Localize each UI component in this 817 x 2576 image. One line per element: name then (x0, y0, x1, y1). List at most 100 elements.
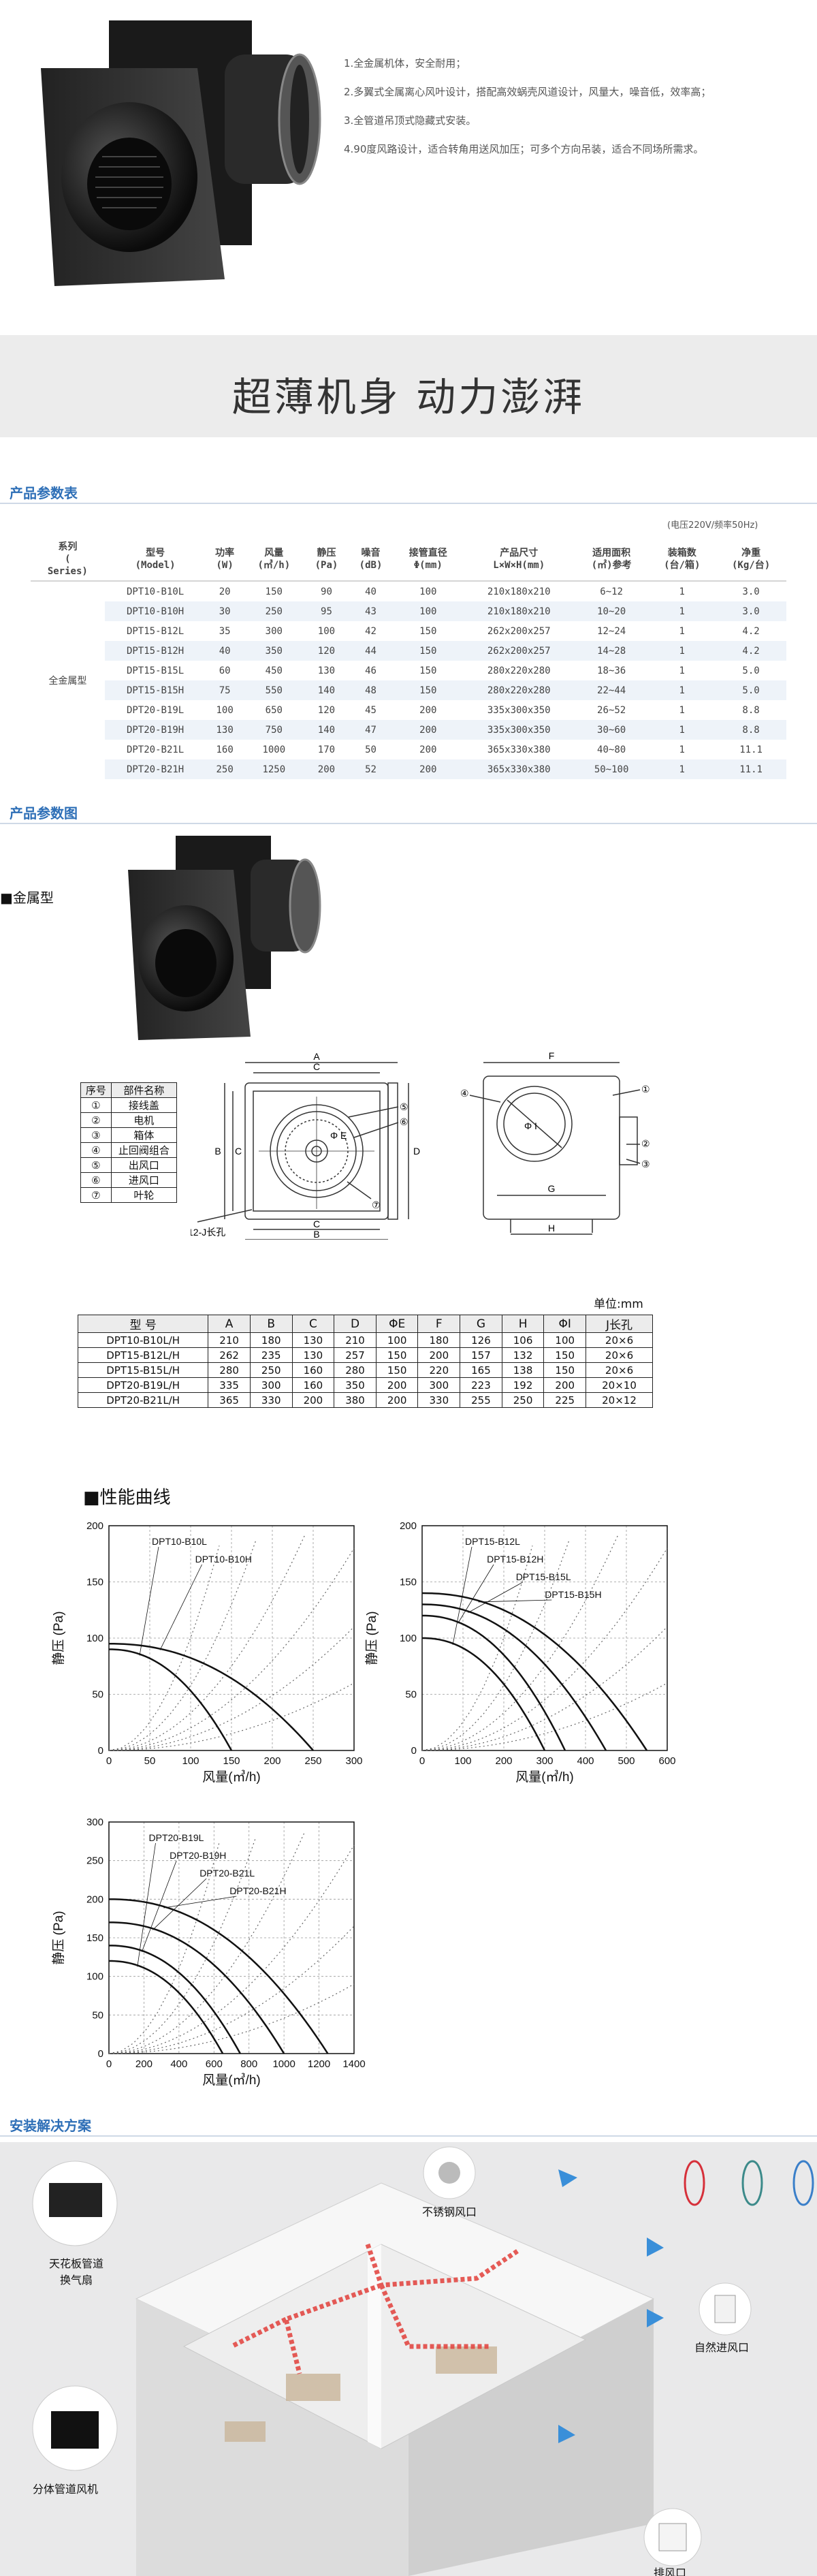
series-line (108, 1921, 285, 2054)
params-cell: 26~52 (597, 704, 626, 716)
series-leader (478, 1599, 552, 1603)
col-noise: 噪音(dB) (348, 538, 394, 582)
params-cell: 365x330x380 (463, 759, 575, 779)
system-curve (421, 1534, 619, 1751)
params-cell: 250 (206, 759, 244, 779)
params-cell: 60 (219, 665, 231, 676)
dim-cell: 160 (291, 1377, 335, 1393)
params-cell: 130 (206, 720, 244, 740)
y-tick-label: 0 (98, 1745, 103, 1757)
params-cell: 12~24 (597, 625, 626, 637)
parts-cell: ② (80, 1112, 112, 1128)
params-cell: 350 (243, 641, 304, 661)
dim-cell: 130 (291, 1332, 335, 1348)
system-curve (108, 1534, 306, 1751)
x-axis-label: 风量(㎥/h) (515, 1770, 574, 1785)
dim-cell: 192 (501, 1377, 545, 1393)
dim-cell: 20×10 (586, 1377, 653, 1393)
feature-list: 1.全金属机体，安全耐用； 2.多翼式全属离心风叶设计，搭配高效蜗壳风道设计，风… (344, 49, 814, 163)
y-tick-label: 0 (411, 1745, 417, 1757)
series-line (108, 1960, 224, 2054)
dim-cell: 210 (208, 1332, 251, 1348)
params-cell: DPT20-B21H (104, 759, 206, 779)
series-line (421, 1592, 648, 1751)
params-cell: 1 (679, 744, 685, 755)
feature-item: 1.全金属机体，安全耐用； (344, 57, 466, 69)
params-cell: 11.1 (716, 759, 786, 779)
hero-section: 1.全金属机体，安全耐用； 2.多翼式全属离心风叶设计，搭配高效蜗壳风道设计，风… (0, 0, 817, 320)
dim-label-g: G (548, 1183, 556, 1194)
params-cell: 1 (679, 586, 685, 597)
params-cell: 6~12 (600, 586, 623, 597)
dim-label-phi-e: Φ E (330, 1130, 347, 1141)
params-cell: 150 (419, 665, 437, 676)
dim-cell: 180 (249, 1332, 293, 1348)
dim-header-cell: H (501, 1315, 545, 1333)
col-weight: 净重(Kg/台) (716, 538, 786, 582)
params-cell: 262x200x257 (487, 625, 551, 637)
x-tick-label: 200 (263, 1755, 281, 1767)
metal-type-label: ■金属型 (0, 890, 54, 906)
dim-label-c: C (313, 1219, 320, 1229)
dim-cell: 165 (460, 1362, 502, 1378)
series-label: DPT15-B12H (487, 1554, 543, 1565)
dim-cell: 255 (460, 1392, 502, 1408)
dim-label-f: F (549, 1050, 555, 1061)
callout-stainless-vent: 不锈钢风口 (422, 2206, 477, 2218)
x-tick-label: 200 (495, 1755, 512, 1767)
col-pack: 装箱数(台/箱) (648, 538, 716, 582)
params-cell: DPT20-B19H (104, 720, 206, 740)
series-label: DPT20-B19H (170, 1850, 226, 1861)
params-cell: 75 (206, 680, 244, 700)
params-cell: 150 (393, 680, 464, 700)
col-airflow: 风量(㎥/h) (243, 538, 304, 582)
params-cell: 4.2 (716, 641, 786, 661)
params-cell: 5.0 (742, 665, 760, 676)
section-title-install: 安装解决方案 (10, 2118, 91, 2134)
series-cell: 全金属型 (31, 581, 105, 779)
params-cell: 22~44 (574, 680, 649, 700)
slogan-banner: 超薄机身 动力澎湃 (0, 335, 817, 437)
params-cell: 3.0 (716, 601, 786, 621)
params-cell: 210x180x210 (487, 586, 551, 597)
callout-7: ⑦ (372, 1199, 381, 1210)
y-tick-label: 150 (86, 1577, 103, 1588)
x-tick-label: 200 (135, 2058, 153, 2070)
parts-cell: 接线盖 (110, 1097, 178, 1113)
dim-label-c: C (313, 1061, 320, 1072)
dim-cell: 262 (208, 1347, 251, 1363)
params-cell: 150 (265, 586, 283, 597)
callout-split-fan: 分体管道风机 (33, 2483, 98, 2496)
dim-cell: 20×6 (586, 1332, 653, 1348)
y-tick-label: 300 (86, 1817, 103, 1828)
parts-cell: 电机 (110, 1112, 178, 1128)
parts-cell: ③ (80, 1127, 112, 1143)
params-cell: 40 (365, 586, 377, 597)
dim-header-cell: B (249, 1315, 293, 1333)
params-cell: 5.0 (716, 680, 786, 700)
dim-cell: 365 (208, 1392, 251, 1408)
voltage-note: (电压220V/频率50Hz) (667, 520, 758, 531)
system-curve (108, 1545, 220, 1751)
params-cell: 20 (219, 586, 231, 597)
callout-ceiling-fan: 天花板管道 换气扇 (48, 2257, 103, 2287)
params-cell: DPT15-B15H (104, 680, 206, 700)
dim-cell: 335 (208, 1377, 251, 1393)
params-cell: 170 (317, 744, 336, 755)
series-leader (458, 1564, 494, 1624)
params-cell: 90 (321, 586, 332, 597)
dim-header-cell: F (417, 1315, 461, 1333)
